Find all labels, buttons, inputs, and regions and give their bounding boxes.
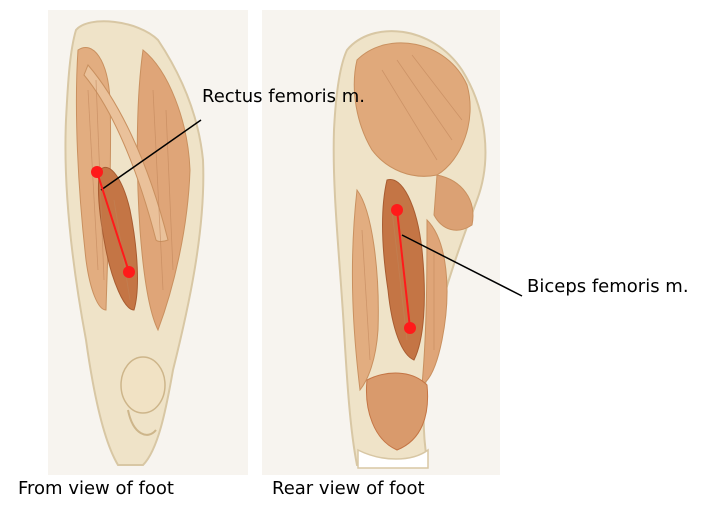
rear-view-panel [262,10,500,475]
front-kneecap [121,357,165,413]
rear-leg-illustration [262,10,500,475]
front-view-caption: From view of foot [18,478,174,499]
biceps-femoris-label: Biceps femoris m. [527,276,689,297]
front-view-panel [48,10,248,475]
front-leg-illustration [48,10,248,475]
rear-view-caption: Rear view of foot [272,478,425,499]
rectus-femoris-label: Rectus femoris m. [202,86,365,107]
